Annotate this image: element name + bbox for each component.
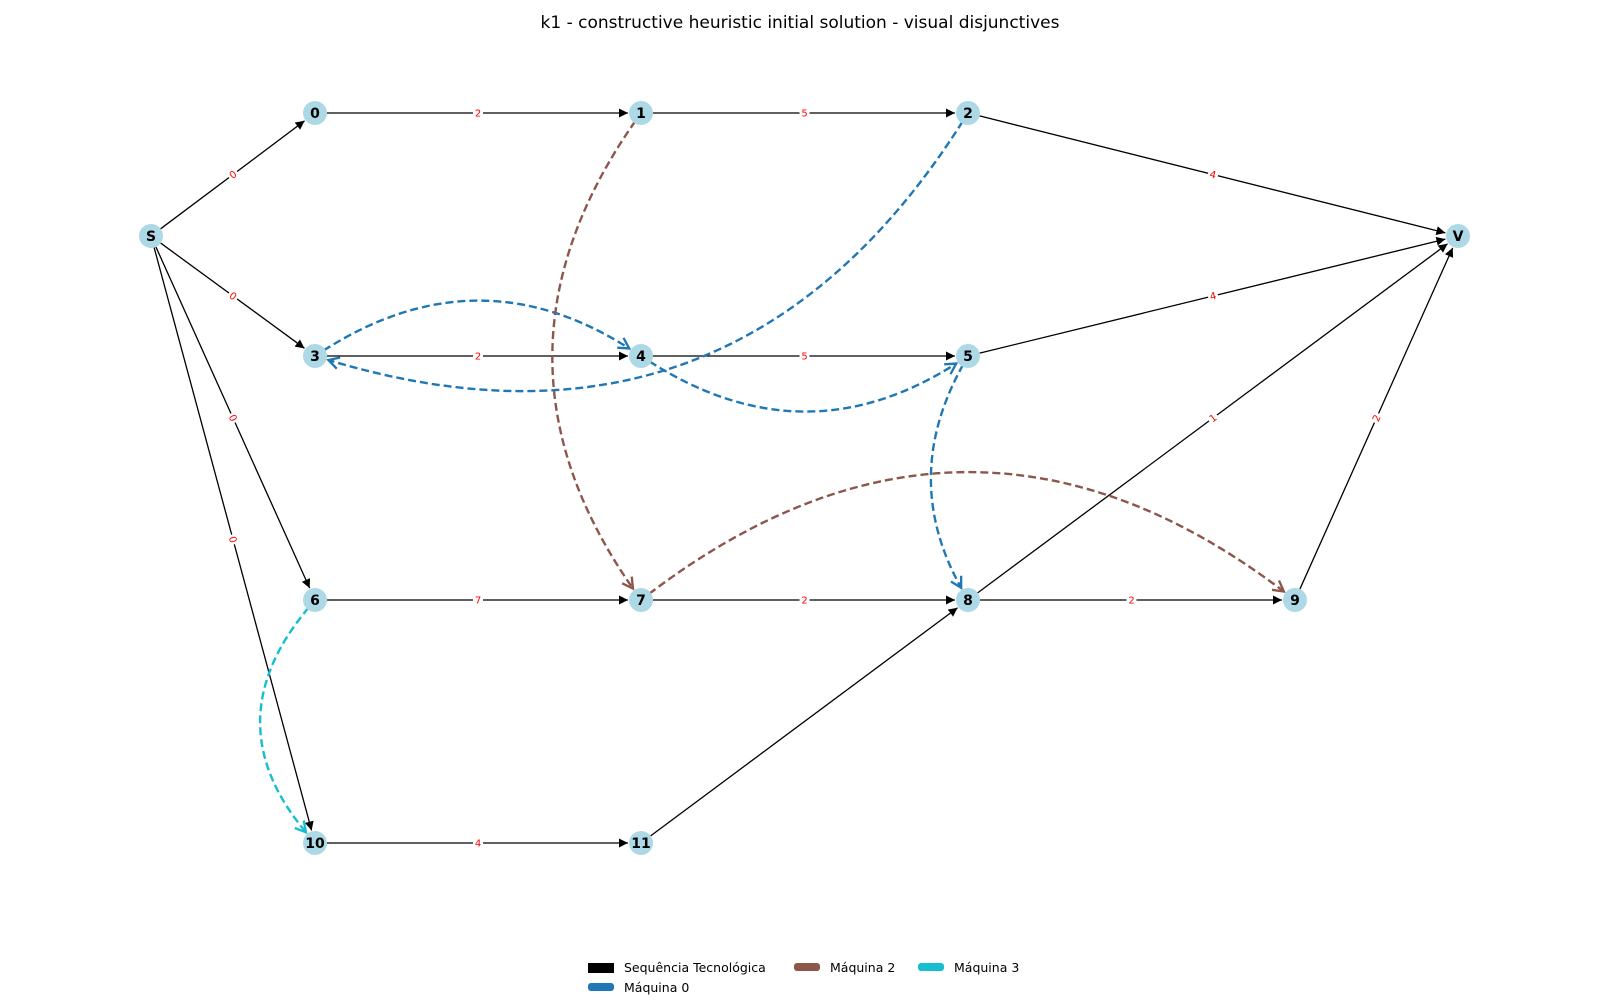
node-label-V: V	[1453, 229, 1464, 245]
tech-edges-layer	[153, 108, 1454, 848]
edge-weight-4-5: 5	[801, 352, 807, 363]
node-2	[956, 101, 980, 125]
edge-weight-10-11: 4	[475, 839, 481, 850]
disjunctive-edge-7-9	[648, 470, 1284, 595]
node-label-S: S	[146, 229, 156, 245]
node-S	[139, 224, 163, 248]
edge-weight-bg	[473, 350, 483, 362]
node-10	[303, 831, 327, 855]
node-label-2: 2	[963, 106, 973, 122]
node-0	[303, 101, 327, 125]
edge-weight-S-3: 0	[227, 290, 239, 303]
edge-weight-9-V: 2	[1371, 413, 1384, 423]
edge-weight-bg	[473, 107, 483, 119]
legend: Sequência Tecnológica Máquina 0 Máquina …	[588, 960, 1019, 995]
edge-weight-8-V: 1	[1208, 412, 1220, 425]
node-9	[1283, 588, 1307, 612]
node-11	[629, 831, 653, 855]
chart-title: k1 - constructive heuristic initial solu…	[541, 13, 1060, 33]
edge-weight-bg	[225, 410, 241, 426]
edge-weight-2-V: 4	[1208, 169, 1217, 181]
edge-weight-bg	[225, 166, 241, 183]
edge-weight-bg	[473, 594, 483, 606]
legend-swatch-maquina-0	[588, 983, 614, 991]
node-4	[629, 344, 653, 368]
legend-swatch-tech	[588, 963, 614, 973]
disjunctive-edge-3-4	[322, 299, 629, 352]
edge-weight-bg	[473, 837, 483, 849]
edge-weight-0-1: 2	[475, 109, 481, 120]
node-label-6: 6	[310, 593, 320, 609]
edge-labels-layer: 0 0 0 0 2 5 4 2 5 4 7 2 2 1 2 4	[225, 107, 1385, 850]
disjunctive-edge-5-8	[929, 364, 965, 588]
node-label-8: 8	[963, 593, 973, 609]
edge-weight-bg	[225, 533, 241, 546]
legend-swatch-maquina-3	[918, 963, 944, 971]
edge-weight-S-10: 0	[226, 535, 238, 544]
edge-weight-bg	[1206, 167, 1220, 182]
node-label-3: 3	[310, 349, 320, 365]
edge-weight-S-0: 0	[228, 169, 240, 182]
node-label-10: 10	[305, 836, 325, 852]
edge-weight-bg	[1126, 594, 1137, 606]
edge-weight-1-2: 5	[801, 109, 807, 120]
edge-weight-S-6: 0	[226, 413, 239, 423]
edge-weight-bg	[1368, 410, 1385, 426]
edge-weight-7-8: 2	[801, 596, 807, 607]
node-label-9: 9	[1290, 593, 1300, 609]
edge-weight-bg	[799, 350, 810, 362]
disjunctive-edge-1-7	[551, 120, 637, 588]
node-7	[629, 588, 653, 612]
disjunctive-edge-6-10	[258, 606, 310, 833]
edge-weight-6-7: 7	[475, 596, 481, 607]
edge-weight-3-4: 2	[475, 352, 481, 363]
node-3	[303, 344, 327, 368]
node-1	[629, 101, 653, 125]
edge-weight-bg	[799, 594, 810, 606]
node-5	[956, 344, 980, 368]
edge-weight-8-9: 2	[1128, 596, 1134, 607]
node-label-4: 4	[636, 349, 646, 365]
node-8	[956, 588, 980, 612]
node-label-1: 1	[636, 106, 646, 122]
edge-weight-5-V: 4	[1209, 291, 1218, 303]
legend-label-maquina-0: Máquina 0	[624, 980, 689, 995]
disjunctive-edge-4-5	[648, 360, 956, 413]
legend-swatch-maquina-2	[794, 963, 820, 971]
legend-label-maquina-2: Máquina 2	[830, 960, 895, 975]
edge-weight-bg	[1205, 410, 1221, 426]
tech-edge-11-8	[650, 607, 958, 837]
legend-label-tech: Sequência Tecnológica	[624, 960, 766, 975]
node-label-7: 7	[636, 593, 646, 609]
node-6	[303, 588, 327, 612]
edge-weight-bg	[799, 107, 810, 119]
node-V	[1446, 224, 1470, 248]
legend-label-maquina-3: Máquina 3	[954, 960, 1019, 975]
edge-weight-bg	[1206, 288, 1220, 304]
edge-weight-bg	[225, 288, 241, 304]
node-label-11: 11	[631, 836, 650, 852]
node-label-0: 0	[310, 106, 320, 122]
node-label-5: 5	[963, 349, 973, 365]
disjunctive-edges-layer	[258, 120, 1284, 833]
